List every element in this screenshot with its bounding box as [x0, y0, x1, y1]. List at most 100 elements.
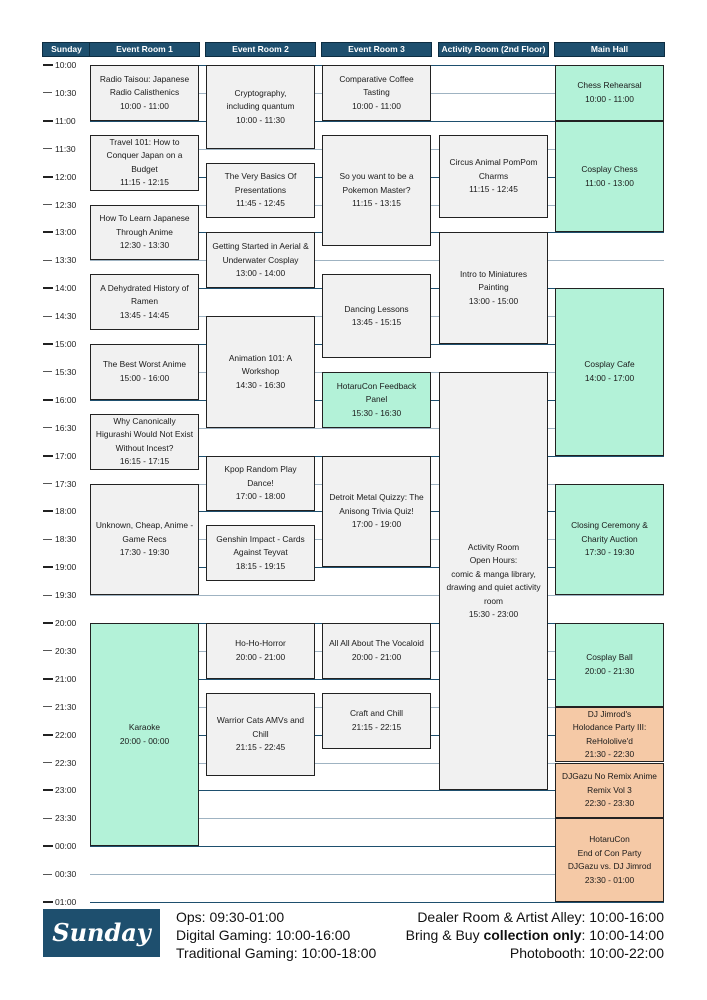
time-tick: [43, 594, 52, 596]
event-time: 17:30 - 19:30: [584, 547, 635, 558]
event-title-line: Through Anime: [116, 226, 173, 237]
event-time: 10:00 - 11:00: [585, 93, 634, 104]
event-title-line: Radio Taisou: Japanese: [99, 73, 190, 84]
event-title-line: Conquer Japan on a: [106, 150, 183, 161]
grid-line: [90, 762, 664, 764]
time-tick: [43, 287, 53, 290]
time-label: 22:00: [55, 729, 77, 740]
time-label: 16:00: [55, 394, 77, 405]
event-title-line: Circus Animal PomPom: [449, 157, 538, 168]
event-title-line: ReHololive'd: [586, 735, 633, 746]
grid-line: [90, 567, 664, 569]
time-tick: [43, 343, 53, 345]
event-time: 11:15 - 12:45: [469, 184, 518, 195]
event-time: 20:00 - 21:00: [351, 651, 402, 662]
event-title-line: Animation 101: A: [228, 352, 293, 363]
event-title-line: Activity Room: [467, 541, 520, 552]
event-title-line: Anisong Trivia Quiz!: [339, 505, 414, 516]
time-label: 21:30: [55, 701, 77, 712]
event-title-line: Panel: [365, 394, 388, 405]
time-label: 20:30: [55, 645, 77, 656]
dealer-room-hours: Dealer Room & Artist Alley: 10:00-16:00: [417, 909, 664, 925]
time-tick: [43, 762, 52, 763]
event-title-line: Workshop: [241, 366, 280, 377]
time-label: 13:00: [55, 227, 77, 238]
event-time: 17:00 - 19:00: [351, 519, 402, 530]
time-tick: [43, 398, 53, 401]
event-title-line: So you want to be a: [339, 171, 414, 182]
time-label: 15:00: [55, 339, 77, 349]
time-tick: [43, 733, 53, 736]
event-block[interactable]: Kpop Random Play Dance!17:00 - 18:00: [206, 455, 315, 512]
grid-line: [90, 120, 664, 122]
grid-line: [90, 260, 664, 262]
event-title-line: DJ Jimrod's: [587, 708, 632, 719]
event-time: 13:45 - 14:45: [119, 309, 170, 320]
grid-line: [90, 595, 664, 597]
event-title-line: Comparative Coffee: [339, 73, 414, 84]
column-header-main-hall: Main Hall: [555, 43, 664, 56]
grid-line: [90, 874, 664, 876]
event-block[interactable]: Getting Started in Aerial &Underwater Co…: [206, 232, 315, 289]
event-title-line: The Best Worst Anime: [102, 359, 187, 370]
time-label: 00:00: [55, 841, 77, 852]
event-title-line: Cosplay Cafe: [584, 359, 635, 370]
column-header-event-room-2: Event Room 2: [206, 43, 315, 56]
time-tick: [43, 817, 52, 819]
event-time: 20:00 - 00:00: [119, 735, 170, 746]
time-tick: [43, 510, 53, 513]
event-time: 14:00 - 17:00: [584, 372, 635, 383]
event-title-line: Dancing Lessons: [344, 303, 409, 314]
event-title-line: comic & manga library,: [451, 568, 536, 579]
time-label: 12:30: [55, 199, 77, 210]
event-title-line: Chill: [252, 728, 269, 739]
event-title-line: Cosplay Chess: [581, 164, 638, 175]
event-title-line: Craft and Chill: [349, 708, 404, 719]
event-title-line: Tasting: [363, 87, 390, 98]
time-tick: [43, 92, 52, 94]
time-tick: [43, 64, 53, 66]
event-time: 17:00 - 18:00: [235, 491, 286, 502]
event-time: 20:00 - 21:30: [584, 665, 635, 676]
column-header-event-room-3: Event Room 3: [322, 43, 431, 56]
event-title-line: DJGazu vs. DJ Jimrod: [567, 861, 652, 872]
event-title-line: Charms: [478, 170, 509, 181]
event-time: 10:00 - 11:30: [236, 114, 285, 125]
event-title-line: drawing and quiet activity: [446, 582, 541, 593]
event-title-line: A Dehydrated History of: [100, 282, 189, 293]
event-block[interactable]: Cosplay Cafe 14:00 - 17:00: [555, 288, 664, 456]
time-tick: [43, 650, 52, 652]
time-tick: [43, 148, 52, 150]
